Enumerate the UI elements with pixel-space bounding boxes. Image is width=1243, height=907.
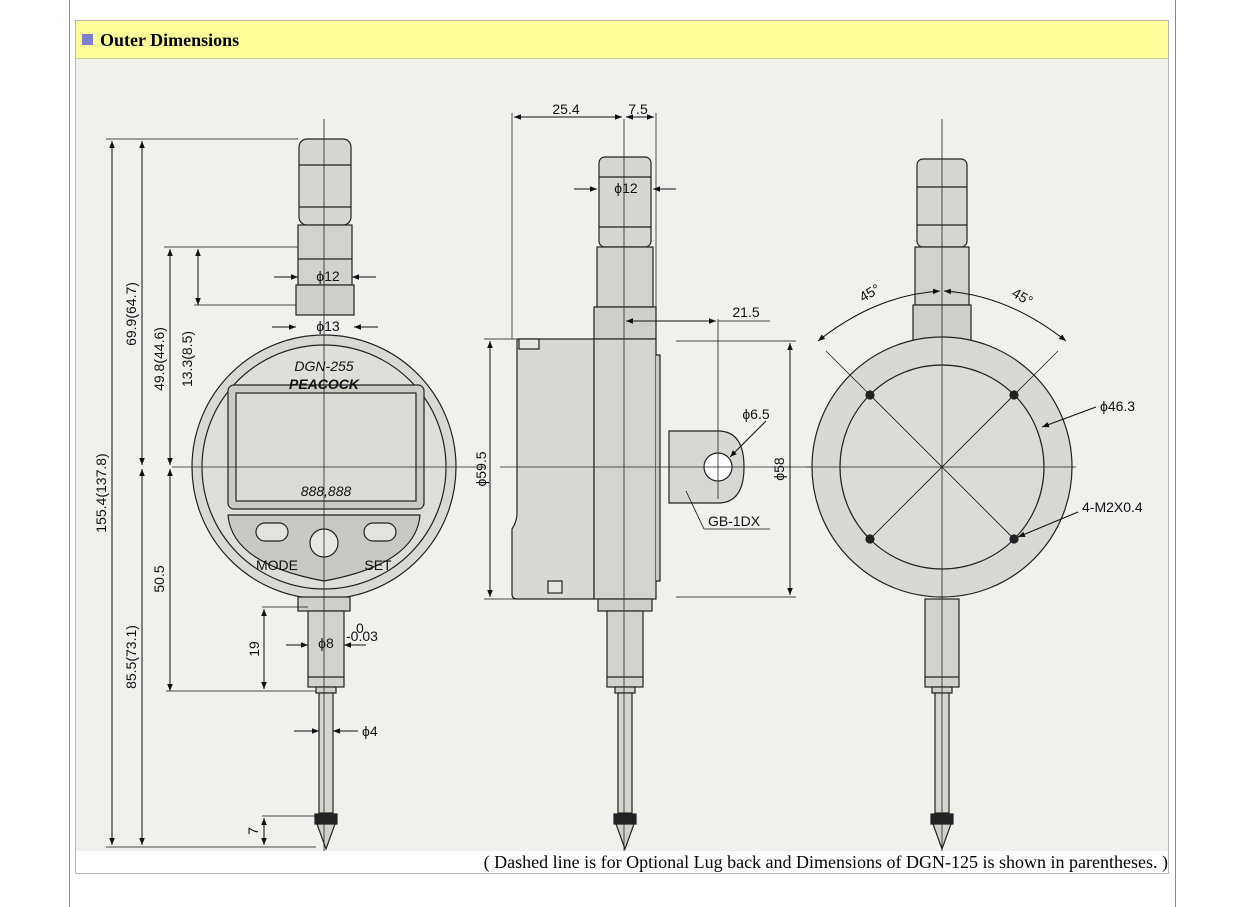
bullet-square-icon <box>82 34 93 45</box>
front-view <box>172 119 486 851</box>
dim-collar-dia: ϕ13 <box>316 318 340 334</box>
section-header: Outer Dimensions <box>76 21 1168 59</box>
dim-screws: 4-M2X0.4 <box>1082 499 1143 515</box>
dim-hole-dia: ϕ6.5 <box>742 406 770 422</box>
outer-dimensions-panel: Outer Dimensions <box>75 20 1169 874</box>
dim-angle-left: 45° <box>856 280 882 304</box>
dim-spindle-dia: ϕ4 <box>362 723 378 739</box>
back-dimension-lines <box>817 288 1097 538</box>
section-title: Outer Dimensions <box>100 30 240 50</box>
side-dimension-lines <box>484 113 796 600</box>
lcd-digits: 888,888 <box>301 483 352 499</box>
dim-cap-dia: ϕ12 <box>316 268 340 284</box>
set-button-label: SET <box>364 557 392 573</box>
dim-side-cap-dia: ϕ12 <box>614 180 638 196</box>
dim-stem-mid: 13.3(8.5) <box>179 331 195 387</box>
lug-model-label: GB-1DX <box>708 513 761 529</box>
dim-case-dia: ϕ58 <box>771 457 787 481</box>
dim-tip-len: 7 <box>245 827 261 835</box>
mode-button-label: MODE <box>256 557 298 573</box>
dim-angle-right: 45° <box>1009 284 1035 308</box>
dim-stem-top: 49.8(44.6) <box>151 327 167 391</box>
dim-tol-lower: -0.03 <box>346 628 378 644</box>
dim-depth: 25.4 <box>552 101 579 117</box>
brand-label: PEACOCK <box>289 376 360 392</box>
side-view <box>500 119 816 851</box>
back-view <box>806 119 1076 851</box>
dim-lower-height: 85.5(73.1) <box>123 625 139 689</box>
right-frame-border <box>1175 0 1176 907</box>
front-dimension-lines <box>106 138 378 848</box>
dim-total-height: 155.4(137.8) <box>93 453 109 532</box>
dim-offset: 7.5 <box>628 101 648 117</box>
dim-lug-offset: 21.5 <box>732 304 759 320</box>
left-frame-border <box>69 0 70 907</box>
footnote: ( Dashed line is for Optional Lug back a… <box>483 852 1168 872</box>
model-label: DGN-255 <box>294 358 353 374</box>
dim-pcd: ϕ46.3 <box>1100 398 1135 414</box>
dim-tol-upper: 0 <box>356 620 364 636</box>
dim-stem-len: 19 <box>246 641 262 657</box>
dim-body-dia: ϕ59.5 <box>473 451 489 486</box>
dim-lower-mid: 50.5 <box>151 565 167 592</box>
dim-upper-height: 69.9(64.7) <box>123 282 139 346</box>
dimension-drawing: DGN-255 PEACOCK 888,888 MODE SET <box>76 59 1168 851</box>
dim-stem-dia: ϕ8 <box>318 635 334 651</box>
